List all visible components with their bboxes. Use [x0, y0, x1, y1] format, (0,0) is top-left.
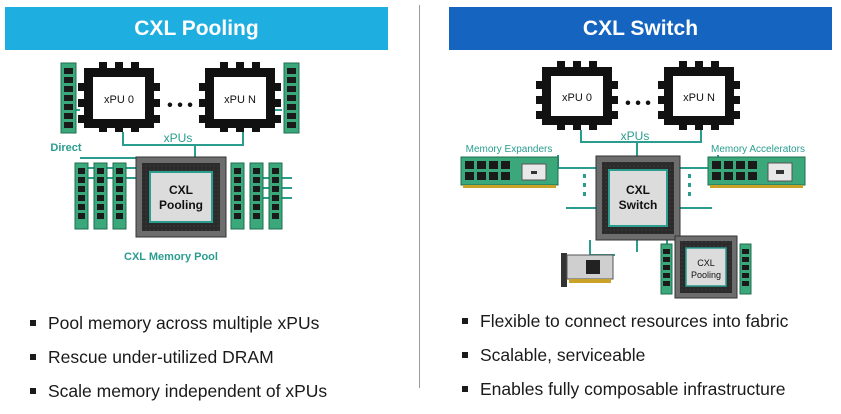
switch-chip-line2: Switch — [619, 198, 658, 212]
right-pool-dimms — [660, 243, 752, 295]
right-xpus-label: xPUs — [621, 129, 650, 143]
bullet-square-icon — [30, 388, 36, 394]
right-xpuN-chip — [658, 61, 740, 130]
left-xpus-label: xPUs — [164, 131, 193, 145]
direct-label: Direct — [50, 142, 82, 154]
right-bullet-list: Flexible to connect resources into fabri… — [462, 310, 788, 412]
left-xpuN-chip — [199, 62, 281, 132]
dotted-connectors — [583, 174, 691, 196]
right-cxl-pooling-chip — [674, 235, 738, 299]
bullet-square-icon — [462, 318, 468, 324]
small-chip-line2: Pooling — [691, 270, 721, 280]
panel-divider — [419, 5, 420, 388]
left-pool-dimms-right — [230, 162, 283, 230]
cxl-switch-chip — [595, 155, 681, 241]
memory-expanders-label: Memory Expanders — [466, 144, 553, 155]
memory-expander-card — [460, 156, 559, 188]
bullet-square-icon — [462, 386, 468, 392]
bullet-square-icon — [30, 320, 36, 326]
left-chip-line2: Pooling — [159, 198, 203, 212]
left-xpu-ellipsis: • • • — [167, 97, 193, 114]
memory-accelerators-label: Memory Accelerators — [711, 144, 805, 155]
left-chip-line1: CXL — [169, 183, 193, 197]
memory-accelerator-card — [707, 156, 806, 188]
bullet-square-icon — [462, 352, 468, 358]
left-direct-dimm-right — [283, 62, 300, 134]
left-bullet: Pool memory across multiple xPUs — [30, 312, 327, 346]
small-chip-line1: CXL — [697, 258, 715, 268]
nic-card — [561, 253, 614, 287]
cxl-memory-pool-label: CXL Memory Pool — [124, 251, 218, 263]
left-xpuN-label: xPU N — [224, 94, 256, 106]
left-pool-dimms-left — [74, 162, 127, 230]
left-bullet: Rescue under-utilized DRAM — [30, 346, 327, 380]
right-xpu0-label: xPU 0 — [562, 92, 592, 104]
left-cxl-pooling-chip — [135, 156, 227, 238]
bullet-square-icon — [30, 354, 36, 360]
left-xpu0-chip — [78, 62, 160, 132]
right-bullet: Flexible to connect resources into fabri… — [462, 310, 788, 344]
left-xpu0-label: xPU 0 — [104, 94, 134, 106]
switch-chip-line1: CXL — [626, 183, 650, 197]
left-panel-title: CXL Pooling — [5, 7, 388, 50]
right-bullet: Scalable, serviceable — [462, 344, 788, 378]
left-bullet-list: Pool memory across multiple xPUs Rescue … — [30, 312, 327, 414]
left-bullet: Scale memory independent of xPUs — [30, 380, 327, 414]
right-xpu-ellipsis: • • • — [625, 95, 651, 112]
right-panel-title: CXL Switch — [449, 7, 832, 50]
right-xpu0-chip — [536, 61, 618, 130]
right-bullet: Enables fully composable infrastructure — [462, 378, 788, 412]
left-direct-dimm-left — [60, 62, 77, 134]
right-xpuN-label: xPU N — [683, 92, 715, 104]
